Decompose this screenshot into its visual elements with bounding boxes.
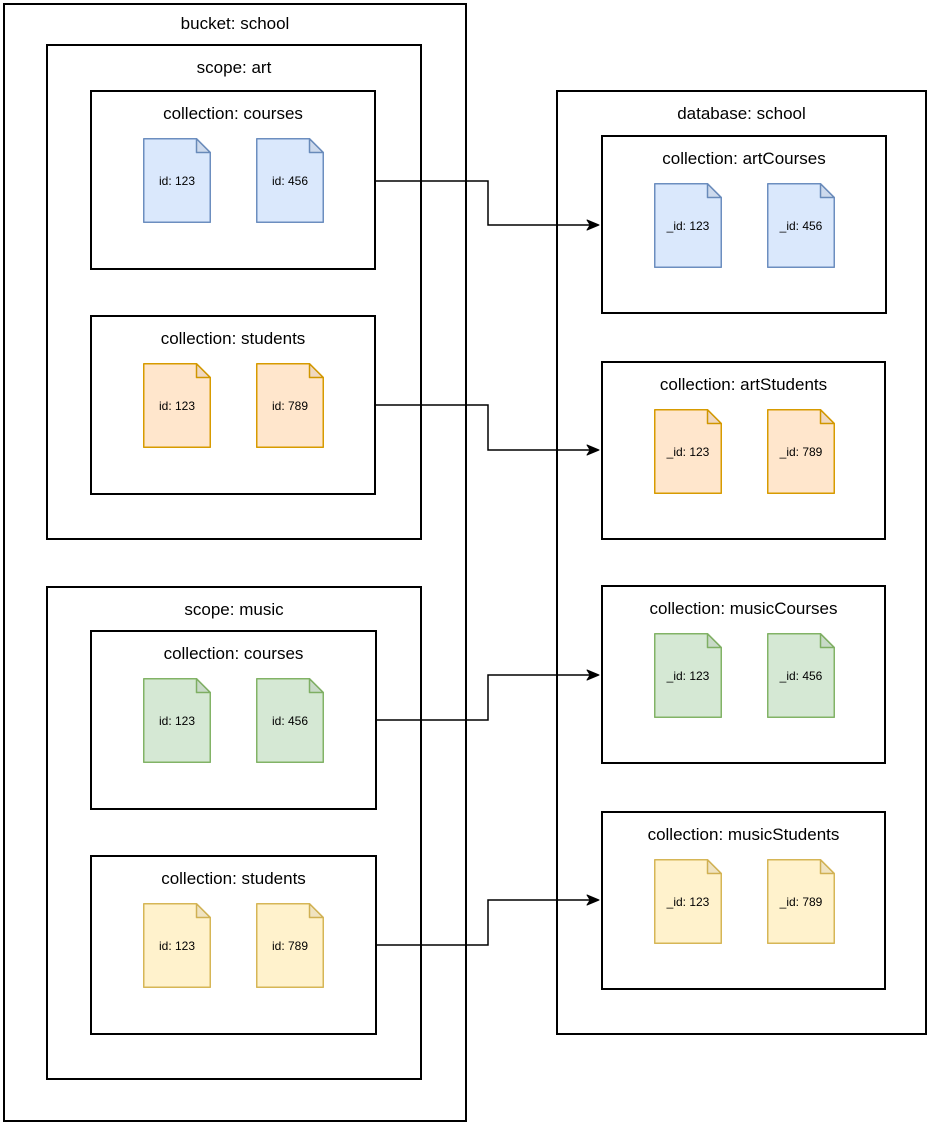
document-id-label: _id: 456 [779, 668, 823, 683]
database-box: database: school [556, 90, 927, 1035]
document: id: 456 [256, 138, 324, 223]
document-id-label: id: 123 [158, 398, 196, 413]
document-note-icon [143, 678, 211, 763]
document-note-icon [654, 409, 722, 494]
document: _id: 456 [767, 183, 835, 268]
document: id: 456 [256, 678, 324, 763]
document-note-icon [256, 678, 324, 763]
document-note-icon [767, 409, 835, 494]
database-title: database: school [677, 104, 806, 123]
collection-musicstudents-box: collection: musicStudents _id: 123 _id: … [601, 811, 886, 990]
collection-title: collection: artStudents [659, 375, 828, 394]
collection-artstudents-box: collection: artStudents _id: 123 _id: 78… [601, 361, 886, 540]
collection-title: collection: students [160, 329, 306, 348]
document: _id: 789 [767, 859, 835, 944]
document-note-icon [256, 138, 324, 223]
document: id: 123 [143, 903, 211, 988]
document-id-label: _id: 123 [666, 894, 710, 909]
scope-music-title: scope: music [184, 600, 284, 619]
document-note-icon [767, 859, 835, 944]
document-note-icon [143, 903, 211, 988]
document: id: 123 [143, 363, 211, 448]
scope-music-box: scope: music [46, 586, 422, 1080]
collection-title: collection: students [161, 869, 306, 888]
collection-music-students-box: collection: students id: 123 id: 789 [90, 855, 377, 1035]
document-note-icon [256, 363, 324, 448]
bucket-title: bucket: school [180, 14, 290, 33]
document: _id: 789 [767, 409, 835, 494]
document: _id: 123 [654, 183, 722, 268]
document: id: 789 [256, 363, 324, 448]
document: id: 789 [256, 903, 324, 988]
document-note-icon [143, 363, 211, 448]
document-note-icon [654, 859, 722, 944]
collection-music-courses-box: collection: courses id: 123 id: 456 [90, 630, 377, 810]
document-id-label: _id: 123 [666, 668, 710, 683]
scope-art-title: scope: art [196, 58, 272, 77]
document-id-label: _id: 123 [666, 444, 710, 459]
document-note-icon [767, 633, 835, 718]
document-note-icon [143, 138, 211, 223]
document-id-label: _id: 789 [779, 894, 823, 909]
collection-art-courses-box: collection: courses id: 123 id: 456 [90, 90, 376, 270]
collection-title: collection: artCourses [662, 149, 826, 168]
document-id-label: id: 789 [271, 398, 309, 413]
collection-musiccourses-box: collection: musicCourses _id: 123 _id: 4… [601, 585, 886, 764]
document-note-icon [654, 183, 722, 268]
collection-artcourses-box: collection: artCourses _id: 123 _id: 456 [601, 135, 887, 314]
document: id: 123 [143, 138, 211, 223]
collection-art-students-box: collection: students id: 123 id: 789 [90, 315, 376, 495]
document-id-label: id: 123 [158, 173, 196, 188]
document: id: 123 [143, 678, 211, 763]
scope-art-box: scope: art [46, 44, 422, 540]
document: _id: 123 [654, 859, 722, 944]
document-id-label: id: 456 [271, 173, 309, 188]
document-id-label: id: 456 [271, 713, 309, 728]
document-id-label: _id: 456 [779, 218, 823, 233]
document-note-icon [654, 633, 722, 718]
collection-title: collection: musicCourses [649, 599, 838, 618]
document-id-label: id: 123 [158, 713, 196, 728]
collection-title: collection: courses [163, 104, 303, 123]
document: _id: 123 [654, 409, 722, 494]
document-id-label: _id: 789 [779, 444, 823, 459]
collection-title: collection: courses [163, 644, 304, 663]
document-id-label: _id: 123 [666, 218, 710, 233]
document-note-icon [767, 183, 835, 268]
document-id-label: id: 123 [158, 938, 196, 953]
document: _id: 123 [654, 633, 722, 718]
document-id-label: id: 789 [271, 938, 309, 953]
document: _id: 456 [767, 633, 835, 718]
document-note-icon [256, 903, 324, 988]
bucket-box: bucket: school [3, 3, 467, 1122]
collection-title: collection: musicStudents [647, 825, 840, 844]
